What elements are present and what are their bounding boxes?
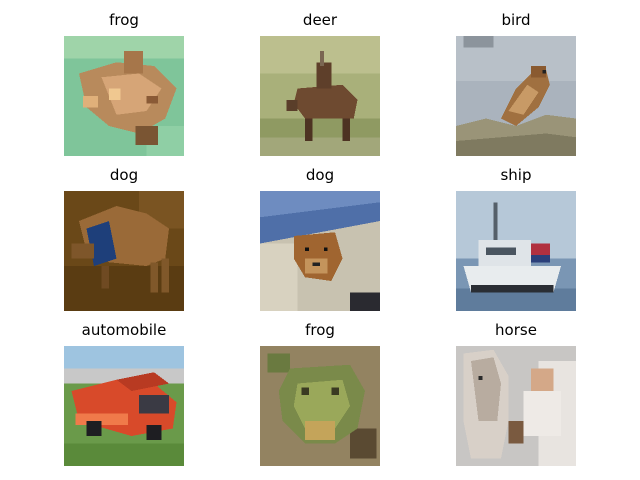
grid-cell-9: horse [456, 320, 576, 466]
cell-title: deer [302, 11, 338, 29]
cell-image-frog [64, 36, 184, 156]
cell-image-automobile [64, 346, 184, 466]
cell-title: bird [501, 11, 531, 29]
cell-title: horse [495, 321, 537, 339]
cell-image-ship [456, 191, 576, 311]
cell-image-frog [260, 346, 380, 466]
grid-cell-2: deer [260, 10, 380, 156]
cell-image-dog [260, 191, 380, 311]
grid-cell-5: dog [260, 165, 380, 311]
cell-title: ship [500, 166, 532, 184]
cell-title: automobile [81, 321, 167, 339]
cell-title: dog [109, 166, 139, 184]
cell-title: frog [109, 11, 139, 29]
cell-image-bird [456, 36, 576, 156]
grid-cell-3: bird [456, 10, 576, 156]
grid-cell-8: frog [260, 320, 380, 466]
grid-cell-6: ship [456, 165, 576, 311]
grid-cell-7: automobile [64, 320, 184, 466]
cell-title: frog [305, 321, 335, 339]
grid-cell-1: frog [64, 10, 184, 156]
grid-cell-4: dog [64, 165, 184, 311]
cell-image-dog [64, 191, 184, 311]
cell-title: dog [305, 166, 335, 184]
cell-image-horse [456, 346, 576, 466]
cell-image-deer [260, 36, 380, 156]
